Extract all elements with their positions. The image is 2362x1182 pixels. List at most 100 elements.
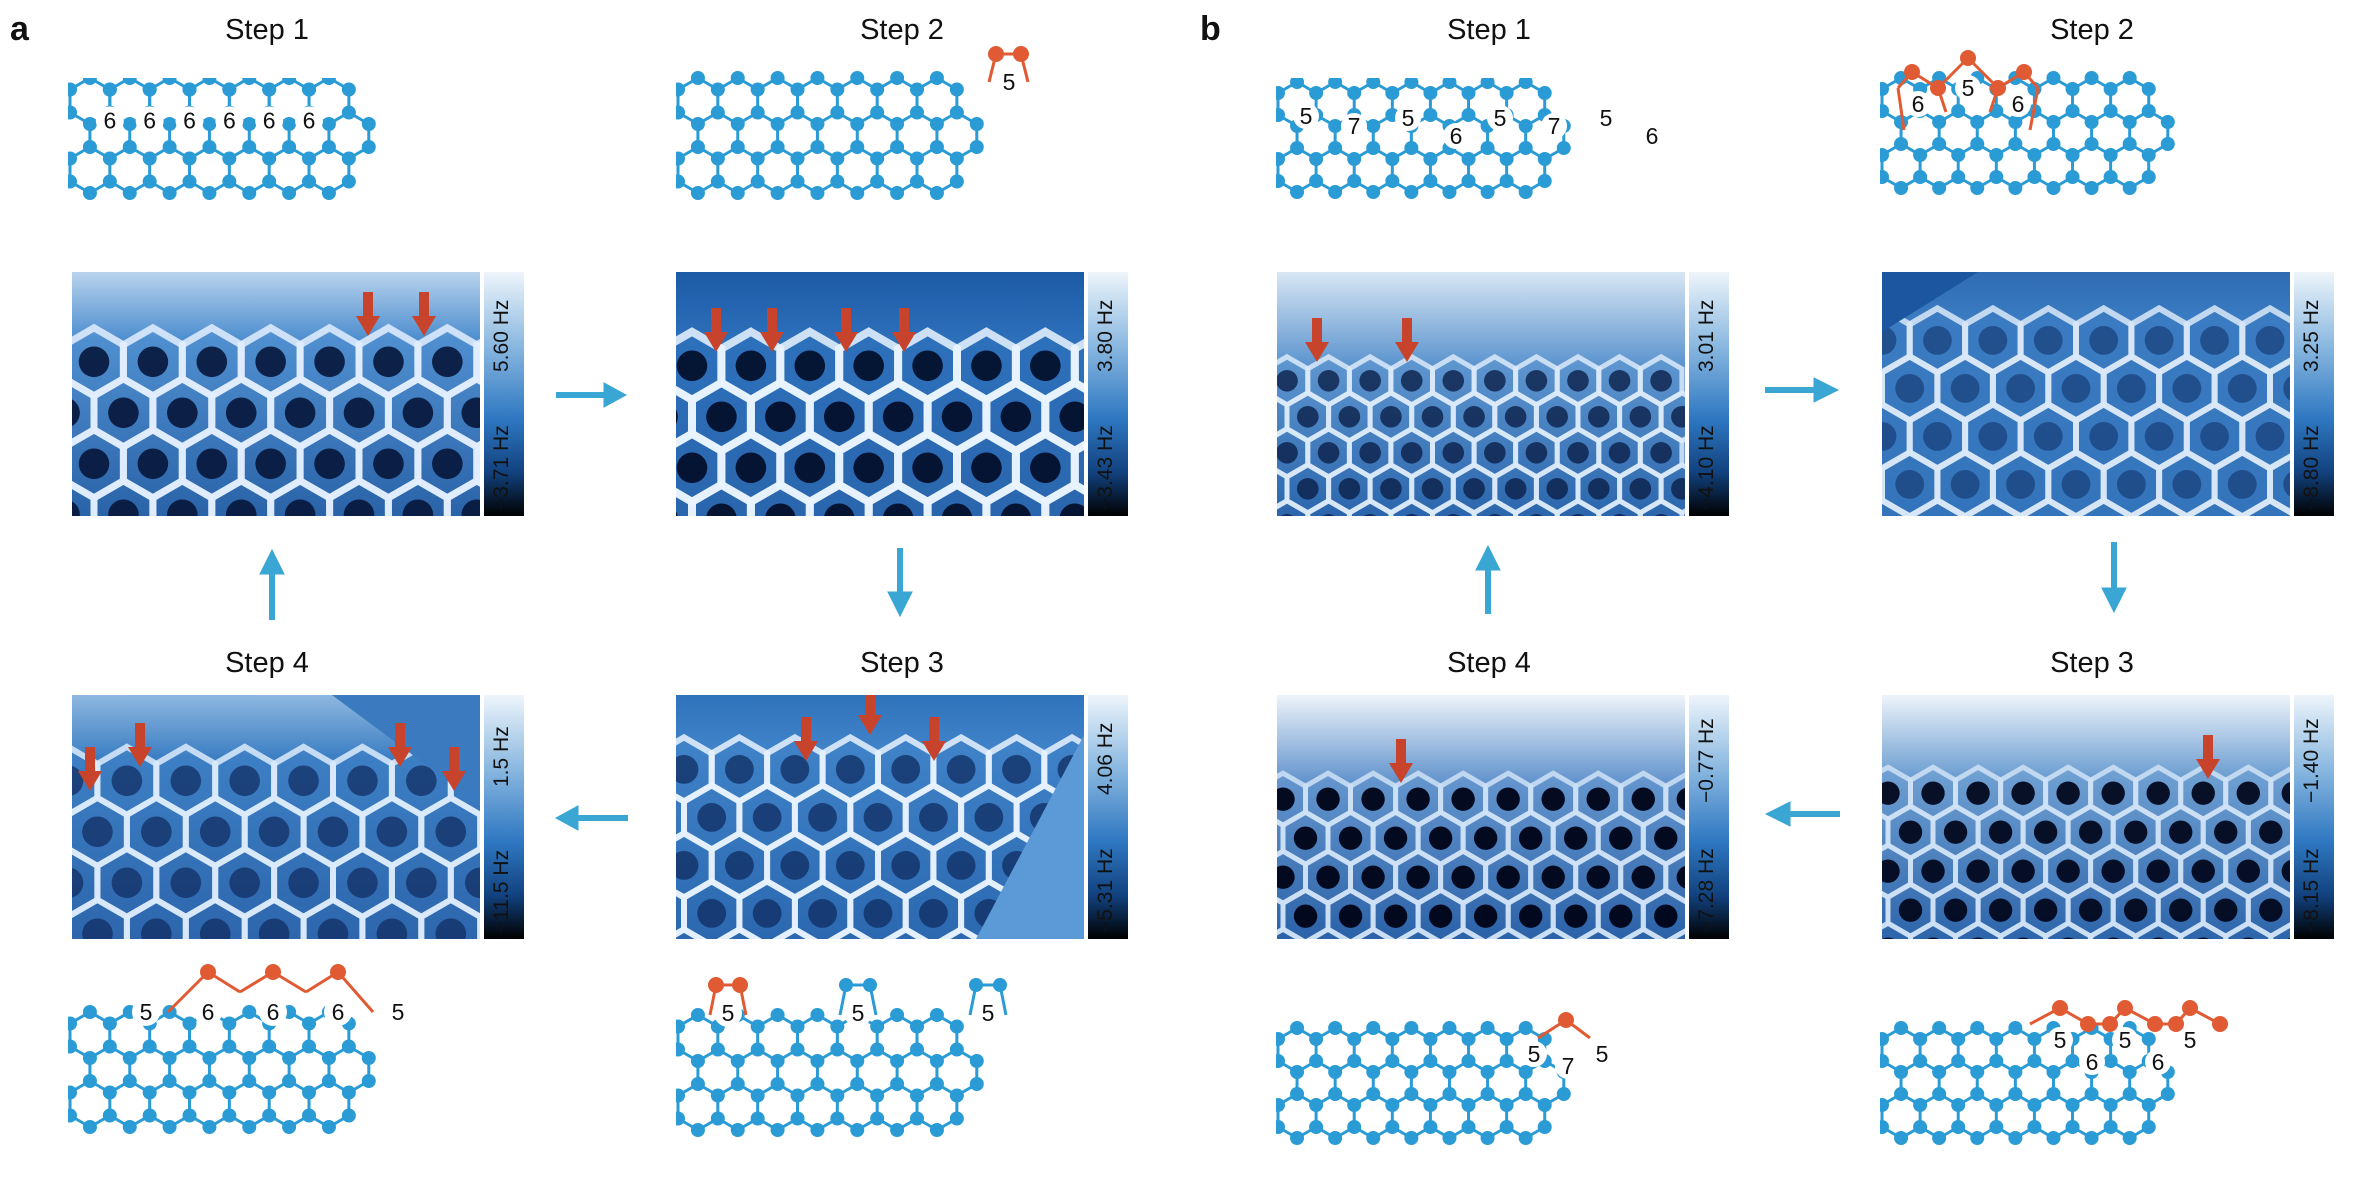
carbon-atom: [1328, 1021, 1343, 1035]
afm-hole: [347, 765, 378, 797]
colorbar-bottom-label: −8.15 Hz: [2300, 848, 2323, 933]
colorbar-top-label: −1.40 Hz: [2300, 718, 2323, 803]
afm-hole: [735, 452, 767, 484]
a-step3-afm-image: [676, 695, 1084, 939]
carbon-atom: [1461, 1054, 1476, 1068]
afm-hole: [1383, 826, 1408, 850]
afm-hole: [1567, 442, 1589, 464]
afm-hole: [2146, 781, 2170, 805]
carbon-atom: [162, 1120, 177, 1134]
afm-hole: [1629, 406, 1652, 428]
carbon-atom: [1328, 1065, 1343, 1079]
afm-ring: [2267, 453, 2290, 516]
carbon-atom: [1423, 152, 1438, 166]
carbon-atom: [102, 1085, 117, 1100]
afm-hole: [170, 867, 202, 899]
carbon-atom: [1366, 1065, 1381, 1079]
carbon-atom: [102, 82, 117, 97]
ring-size-label: 5: [1402, 105, 1415, 131]
afm-hole: [853, 350, 884, 382]
ring-label-backdrop: [135, 106, 164, 135]
carbon-atom: [122, 1074, 137, 1088]
carbon-atom: [182, 82, 197, 97]
ring-label-backdrop: [1293, 103, 1319, 129]
carbon-atom: [202, 1120, 217, 1134]
carbon-atom: [262, 1085, 277, 1100]
flow-arrow-icon: [887, 548, 913, 618]
afm-hole: [1988, 898, 2013, 922]
carbon-atom: [82, 1005, 97, 1019]
afm-hole: [1473, 826, 1498, 850]
afm-hole: [697, 899, 727, 928]
afm-hole: [1380, 406, 1402, 428]
carbon-atom: [710, 1042, 725, 1057]
carbon-atom: [2065, 148, 2080, 162]
afm-hole: [196, 346, 228, 378]
carbon-atom: [1480, 141, 1495, 155]
afm-hole: [2062, 937, 2074, 939]
afm-hole: [1496, 865, 1520, 889]
carbon-atom: [1518, 185, 1533, 199]
carbon-atom: [1970, 137, 1985, 151]
afm-hole: [2146, 859, 2170, 883]
carbon-atom: [690, 71, 705, 85]
a-step2-title: Step 2: [860, 14, 944, 46]
carbon-atom: [1932, 1065, 1947, 1079]
afm-ring: [1663, 850, 1685, 905]
afm-hole: [1966, 781, 1990, 805]
carbon-atom: [1385, 86, 1400, 100]
afm-hole: [1650, 370, 1672, 392]
ring-size-label: 5: [1596, 1041, 1609, 1067]
carbon-atom: [1894, 1087, 1909, 1101]
afm-hole: [1030, 452, 1061, 484]
carbon-atom: [730, 140, 745, 154]
carbon-atom: [2027, 148, 2042, 162]
carbon-atom: [770, 1077, 785, 1091]
flow-arrow-icon: [1764, 801, 1840, 827]
carbon-atom: [1442, 1021, 1457, 1035]
afm-hole: [919, 803, 948, 832]
carbon-atom: [929, 1077, 944, 1091]
carbon-atom: [182, 151, 197, 166]
afm-hole: [2033, 898, 2058, 922]
carbon-atom: [2103, 1054, 2118, 1068]
b-step2-afm-image: [1882, 272, 2290, 516]
carbon-atom: [810, 1054, 825, 1068]
afm-hole: [464, 867, 480, 899]
carbon-atom: [341, 105, 356, 120]
carbon-atom: [1366, 185, 1381, 199]
afm-ring: [2268, 844, 2290, 899]
afm-hole: [82, 816, 113, 848]
carbon-atom: [1518, 1065, 1533, 1079]
carbon-atom: [910, 82, 925, 97]
afm-hole: [1654, 826, 1678, 850]
afm-hole: [1359, 370, 1381, 392]
carbon-atom: [302, 1108, 317, 1123]
afm-hole: [461, 397, 480, 429]
carbon-atom: [1385, 152, 1400, 166]
ring-size-label: 5: [1494, 105, 1507, 131]
afm-hole: [1361, 865, 1385, 889]
afm-hole: [2172, 470, 2202, 499]
afm-hole: [823, 401, 855, 433]
carbon-atom: [1913, 1120, 1928, 1134]
ring-size-label: 5: [140, 999, 153, 1025]
carbon-atom: [850, 140, 865, 154]
carbon-atom: [1499, 1098, 1514, 1112]
a-step2-afm-image: [676, 272, 1084, 516]
afm-hole: [2017, 937, 2029, 939]
carbon-atom: [1880, 1098, 1889, 1112]
afm-hole: [1428, 826, 1453, 850]
afm-hole: [1317, 442, 1340, 464]
carbon-atom: [770, 186, 785, 200]
b-step4-colorbar: −0.77 Hz −7.28 Hz: [1689, 695, 1729, 939]
afm-hole: [1359, 442, 1381, 464]
carbon-atom: [1461, 152, 1476, 166]
afm-hole: [1882, 937, 1894, 939]
afm-hole: [170, 765, 202, 797]
carbon-atom: [1913, 1098, 1928, 1112]
carbon-atom: [2084, 181, 2099, 195]
carbon-atom: [790, 174, 805, 189]
afm-hole: [1927, 937, 1939, 939]
